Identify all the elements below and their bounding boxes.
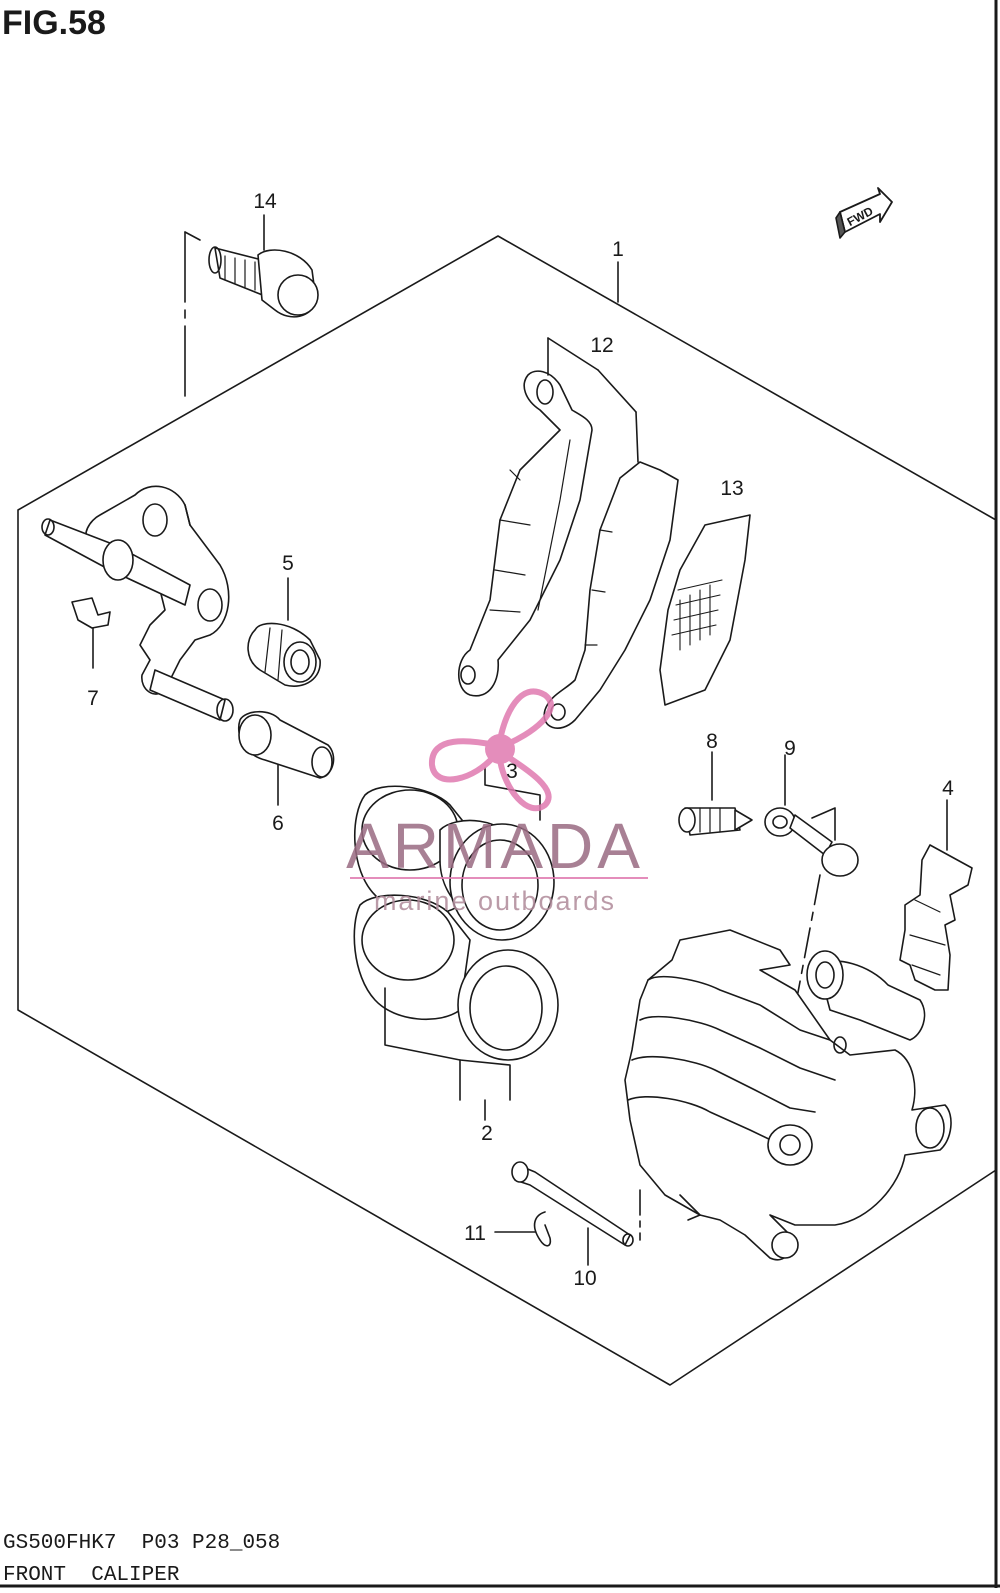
callout-3: 3 bbox=[506, 760, 518, 783]
callout-1: 1 bbox=[612, 238, 624, 261]
bleeder-valve-icon bbox=[678, 751, 753, 836]
callout-5: 5 bbox=[282, 552, 294, 575]
callout-9: 9 bbox=[784, 737, 796, 760]
callout-13: 13 bbox=[720, 477, 743, 500]
dust-boot-icon bbox=[247, 577, 321, 687]
brake-pad-pair-icon bbox=[457, 337, 679, 729]
pad-spring-icon bbox=[899, 799, 973, 991]
caliper-body-icon bbox=[624, 929, 952, 1261]
piston-seal-set-icon bbox=[353, 767, 559, 1121]
model-code: GS500FHK7 P03 P28_058 bbox=[3, 1532, 280, 1555]
clip-part-icon bbox=[71, 597, 111, 669]
slide-pin-icon bbox=[238, 710, 335, 806]
assembly-outline bbox=[17, 235, 997, 1386]
watermark-tagline: marine outboards bbox=[374, 886, 616, 916]
callout-6: 6 bbox=[272, 812, 284, 835]
caliper-bracket-icon bbox=[41, 485, 234, 722]
callout-11: 11 bbox=[464, 1222, 486, 1245]
watermark-logo: ARMADA marine outboards bbox=[346, 688, 648, 916]
callout-4: 4 bbox=[942, 777, 954, 800]
callout-14: 14 bbox=[253, 190, 277, 213]
fwd-arrow-icon bbox=[835, 187, 893, 239]
bleeder-cap-icon bbox=[764, 754, 859, 1036]
watermark-brand: ARMADA bbox=[346, 810, 644, 882]
callout-10: 10 bbox=[573, 1267, 596, 1290]
figure-caption: FRONT CALIPER bbox=[3, 1564, 180, 1587]
pad-pin-icon bbox=[511, 1161, 634, 1266]
callout-labels: 1 2 3 4 5 6 7 8 9 10 11 12 13 14 bbox=[87, 190, 954, 1290]
pad-shim-icon bbox=[659, 514, 751, 706]
callout-2: 2 bbox=[481, 1122, 493, 1145]
propeller-icon bbox=[429, 688, 554, 812]
callout-12: 12 bbox=[590, 334, 613, 357]
bolt-part-icon bbox=[184, 231, 319, 401]
pin-clip-icon bbox=[494, 1211, 552, 1247]
figure-title: FIG.58 bbox=[2, 4, 106, 42]
callout-7: 7 bbox=[87, 687, 99, 710]
callout-8: 8 bbox=[706, 730, 718, 753]
